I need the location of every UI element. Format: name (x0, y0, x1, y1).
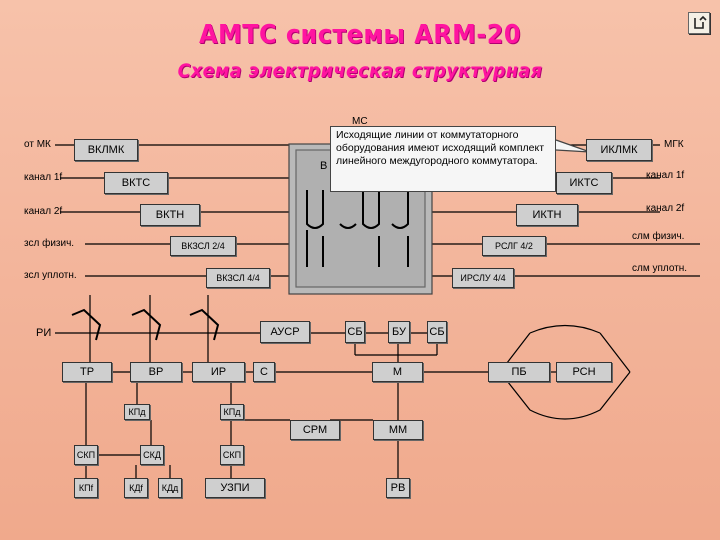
block-bu: БУ (388, 321, 410, 343)
block-vkzsl-4-4: ВКЗСЛ 4/4 (206, 268, 270, 288)
block-vktc: ВКТС (104, 172, 168, 194)
block-kpd-2: КПд (220, 404, 244, 420)
block-iklmk: ИКЛМК (586, 139, 652, 161)
label-slm-phys: слм физич. (632, 231, 685, 242)
block-vktn: ВКТН (140, 204, 200, 226)
block-mm: ММ (373, 420, 423, 440)
block-kdd: КДд (158, 478, 182, 498)
label-slm-mux: слм уплотн. (632, 263, 688, 274)
block-kpf: КПf (74, 478, 98, 498)
block-vkzsl-2-4: ВКЗСЛ 2/4 (170, 236, 236, 256)
block-iktn: ИКТН (516, 204, 578, 226)
label-mgk: МГК (664, 139, 684, 150)
callout-tooltip: Исходящие линии от коммутаторного оборуд… (330, 126, 556, 192)
label-channel-1f-left: канал 1f (24, 172, 63, 183)
block-rslg-4-2: РСЛГ 4/2 (482, 236, 546, 256)
block-skp-2: СКП (220, 445, 244, 465)
return-icon[interactable] (688, 12, 710, 34)
block-kdf: КДf (124, 478, 148, 498)
block-skd: СКД (140, 445, 164, 465)
block-ir: ИР (192, 362, 245, 382)
block-ausr: АУСР (260, 321, 310, 343)
block-uzpi: УЗПИ (205, 478, 265, 498)
block-sb-1: СБ (345, 321, 365, 343)
block-irslu-4-4: ИРСЛУ 4/4 (452, 268, 514, 288)
block-pb: ПБ (488, 362, 550, 382)
block-vklmk: ВКЛМК (74, 139, 138, 161)
block-sb-2: СБ (427, 321, 447, 343)
block-srm: СРМ (290, 420, 340, 440)
block-skp-1: СКП (74, 445, 98, 465)
block-tr: ТР (62, 362, 112, 382)
block-kpd-1: КПд (124, 404, 150, 420)
label-channel-2f-right: канал 2f (646, 203, 685, 214)
label-ri: РИ (36, 327, 52, 339)
label-from-mk: от МК (24, 139, 51, 150)
fragment-center: В (320, 160, 328, 172)
fragment-top: МС (352, 116, 368, 127)
block-iktc: ИКТС (556, 172, 612, 194)
block-rv: РВ (386, 478, 410, 498)
block-vr: ВР (130, 362, 182, 382)
page-subtitle: Схема электрическая структурная (177, 60, 543, 82)
block-c: С (253, 362, 275, 382)
label-zsl-phys: зсл физич. (24, 238, 75, 249)
block-m: М (372, 362, 423, 382)
page-title: АМТС системы ARM-20 (199, 20, 521, 50)
label-channel-1f-right: канал 1f (646, 170, 685, 181)
block-rsn: РСН (556, 362, 612, 382)
label-zsl-mux: зсл уплотн. (24, 270, 77, 281)
label-channel-2f-left: канал 2f (24, 206, 63, 217)
